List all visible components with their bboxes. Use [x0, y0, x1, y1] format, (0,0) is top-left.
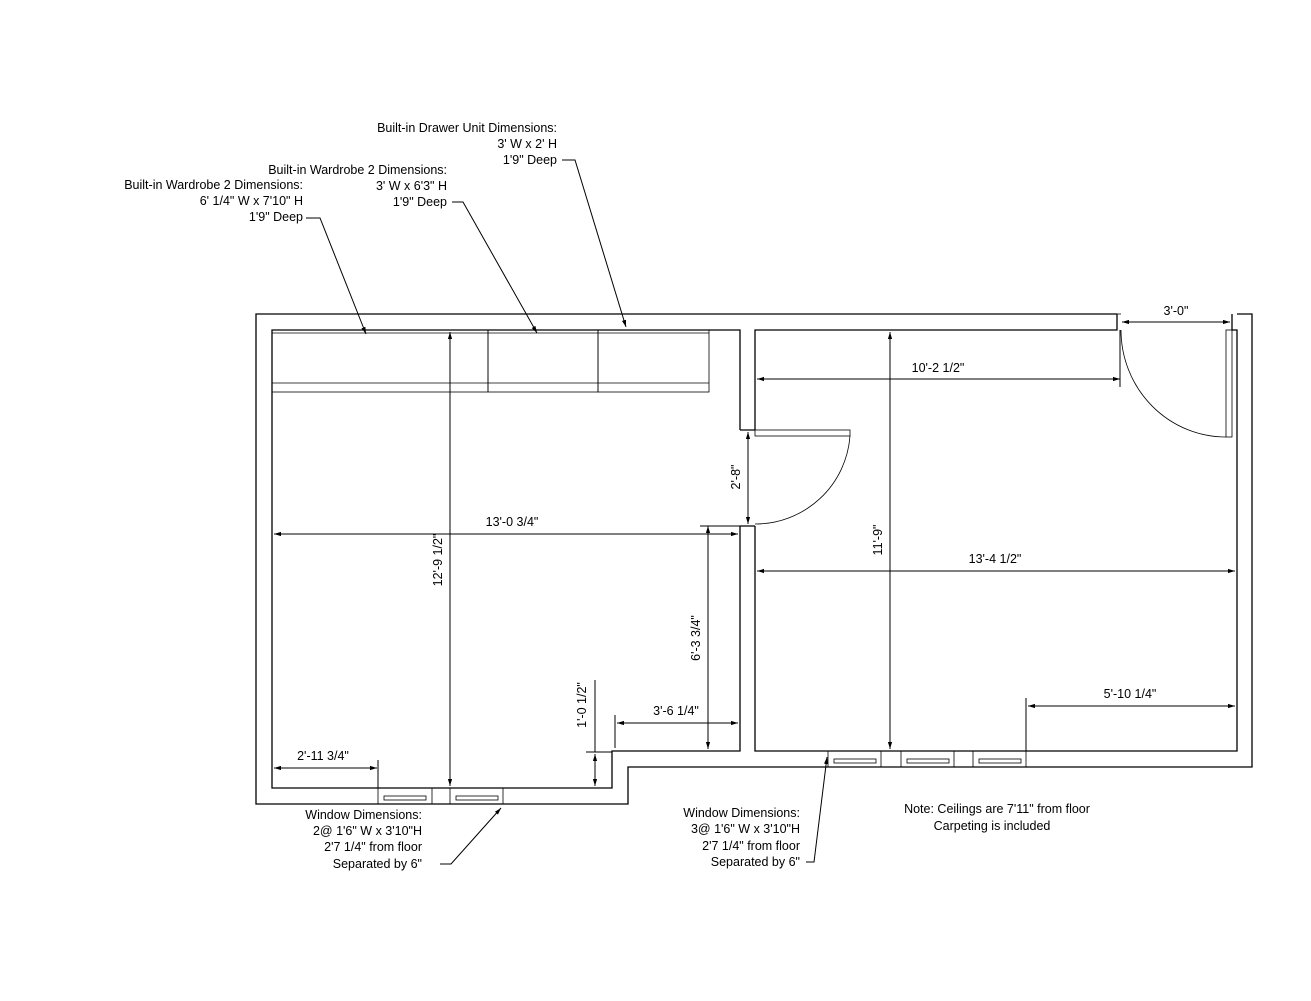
annotation-line: Window Dimensions: [683, 806, 800, 820]
annotation-line: Separated by 6" [333, 857, 422, 871]
dim-right-window-offset: 5'-10 1/4" [1104, 687, 1157, 701]
annotation-line: 2@ 1'6" W x 3'10"H [313, 824, 422, 838]
annotation-line: Built-in Wardrobe 2 Dimensions: [124, 178, 303, 192]
annotation-line: Window Dimensions: [305, 808, 422, 822]
annotation-line: 3@ 1'6" W x 3'10"H [691, 822, 800, 836]
dim-notch-depth: 6'-3 3/4" [689, 615, 703, 661]
dimension-lines [274, 319, 1235, 788]
dim-door-left-width: 2'-8" [729, 465, 743, 490]
annotation-line: 1'9" Deep [393, 195, 447, 209]
dim-left-room-depth: 12'-9 1/2" [431, 534, 445, 587]
built-in-wardrobes [271, 329, 710, 393]
dim-left-window-offset: 2'-11 3/4" [297, 749, 349, 763]
annotation-line: 1'9" Deep [249, 210, 303, 224]
annotation-line: 2'7 1/4" from floor [702, 839, 800, 853]
door-left [754, 429, 851, 525]
leader-lines [306, 159, 829, 865]
annotation-line: 3' W x 6'3" H [376, 179, 447, 193]
window-left-annotation: Window Dimensions: 2@ 1'6" W x 3'10"H 2'… [305, 808, 422, 871]
annotation-line: 2'7 1/4" from floor [324, 840, 422, 854]
note-annotation: Note: Ceilings are 7'11" from floor Carp… [904, 802, 1090, 833]
windows-right [827, 750, 1027, 768]
annotation-line: Built-in Wardrobe 2 Dimensions: [268, 163, 447, 177]
window-right-annotation: Window Dimensions: 3@ 1'6" W x 3'10"H 2'… [683, 806, 800, 869]
annotation-line: 3' W x 2' H [497, 137, 557, 151]
dim-right-room-width: 13'-4 1/2" [969, 552, 1022, 566]
drawer-unit-annotation: Built-in Drawer Unit Dimensions: 3' W x … [377, 121, 557, 167]
dim-notch-offset: 1'-0 1/2" [575, 682, 589, 728]
dim-right-room-top-width: 10'-2 1/2" [912, 361, 965, 375]
door-right [1117, 313, 1233, 438]
dim-notch-width: 3'-6 1/4" [653, 704, 699, 718]
wardrobe-a-annotation: Built-in Wardrobe 2 Dimensions: 6' 1/4" … [124, 178, 303, 224]
note-line: Carpeting is included [934, 819, 1051, 833]
wardrobe-b-annotation: Built-in Wardrobe 2 Dimensions: 3' W x 6… [268, 163, 447, 209]
annotation-line: Built-in Drawer Unit Dimensions: [377, 121, 557, 135]
dim-left-room-width: 13'-0 3/4" [486, 515, 539, 529]
dim-door-right-width: 3'-0" [1164, 304, 1189, 318]
walls [255, 313, 1253, 805]
windows-left [377, 787, 504, 805]
note-line: Note: Ceilings are 7'11" from floor [904, 802, 1090, 816]
annotation-line: Separated by 6" [711, 855, 800, 869]
annotation-line: 6' 1/4" W x 7'10" H [200, 194, 303, 208]
dim-right-room-depth: 11'-9" [871, 525, 885, 556]
annotation-line: 1'9" Deep [503, 153, 557, 167]
